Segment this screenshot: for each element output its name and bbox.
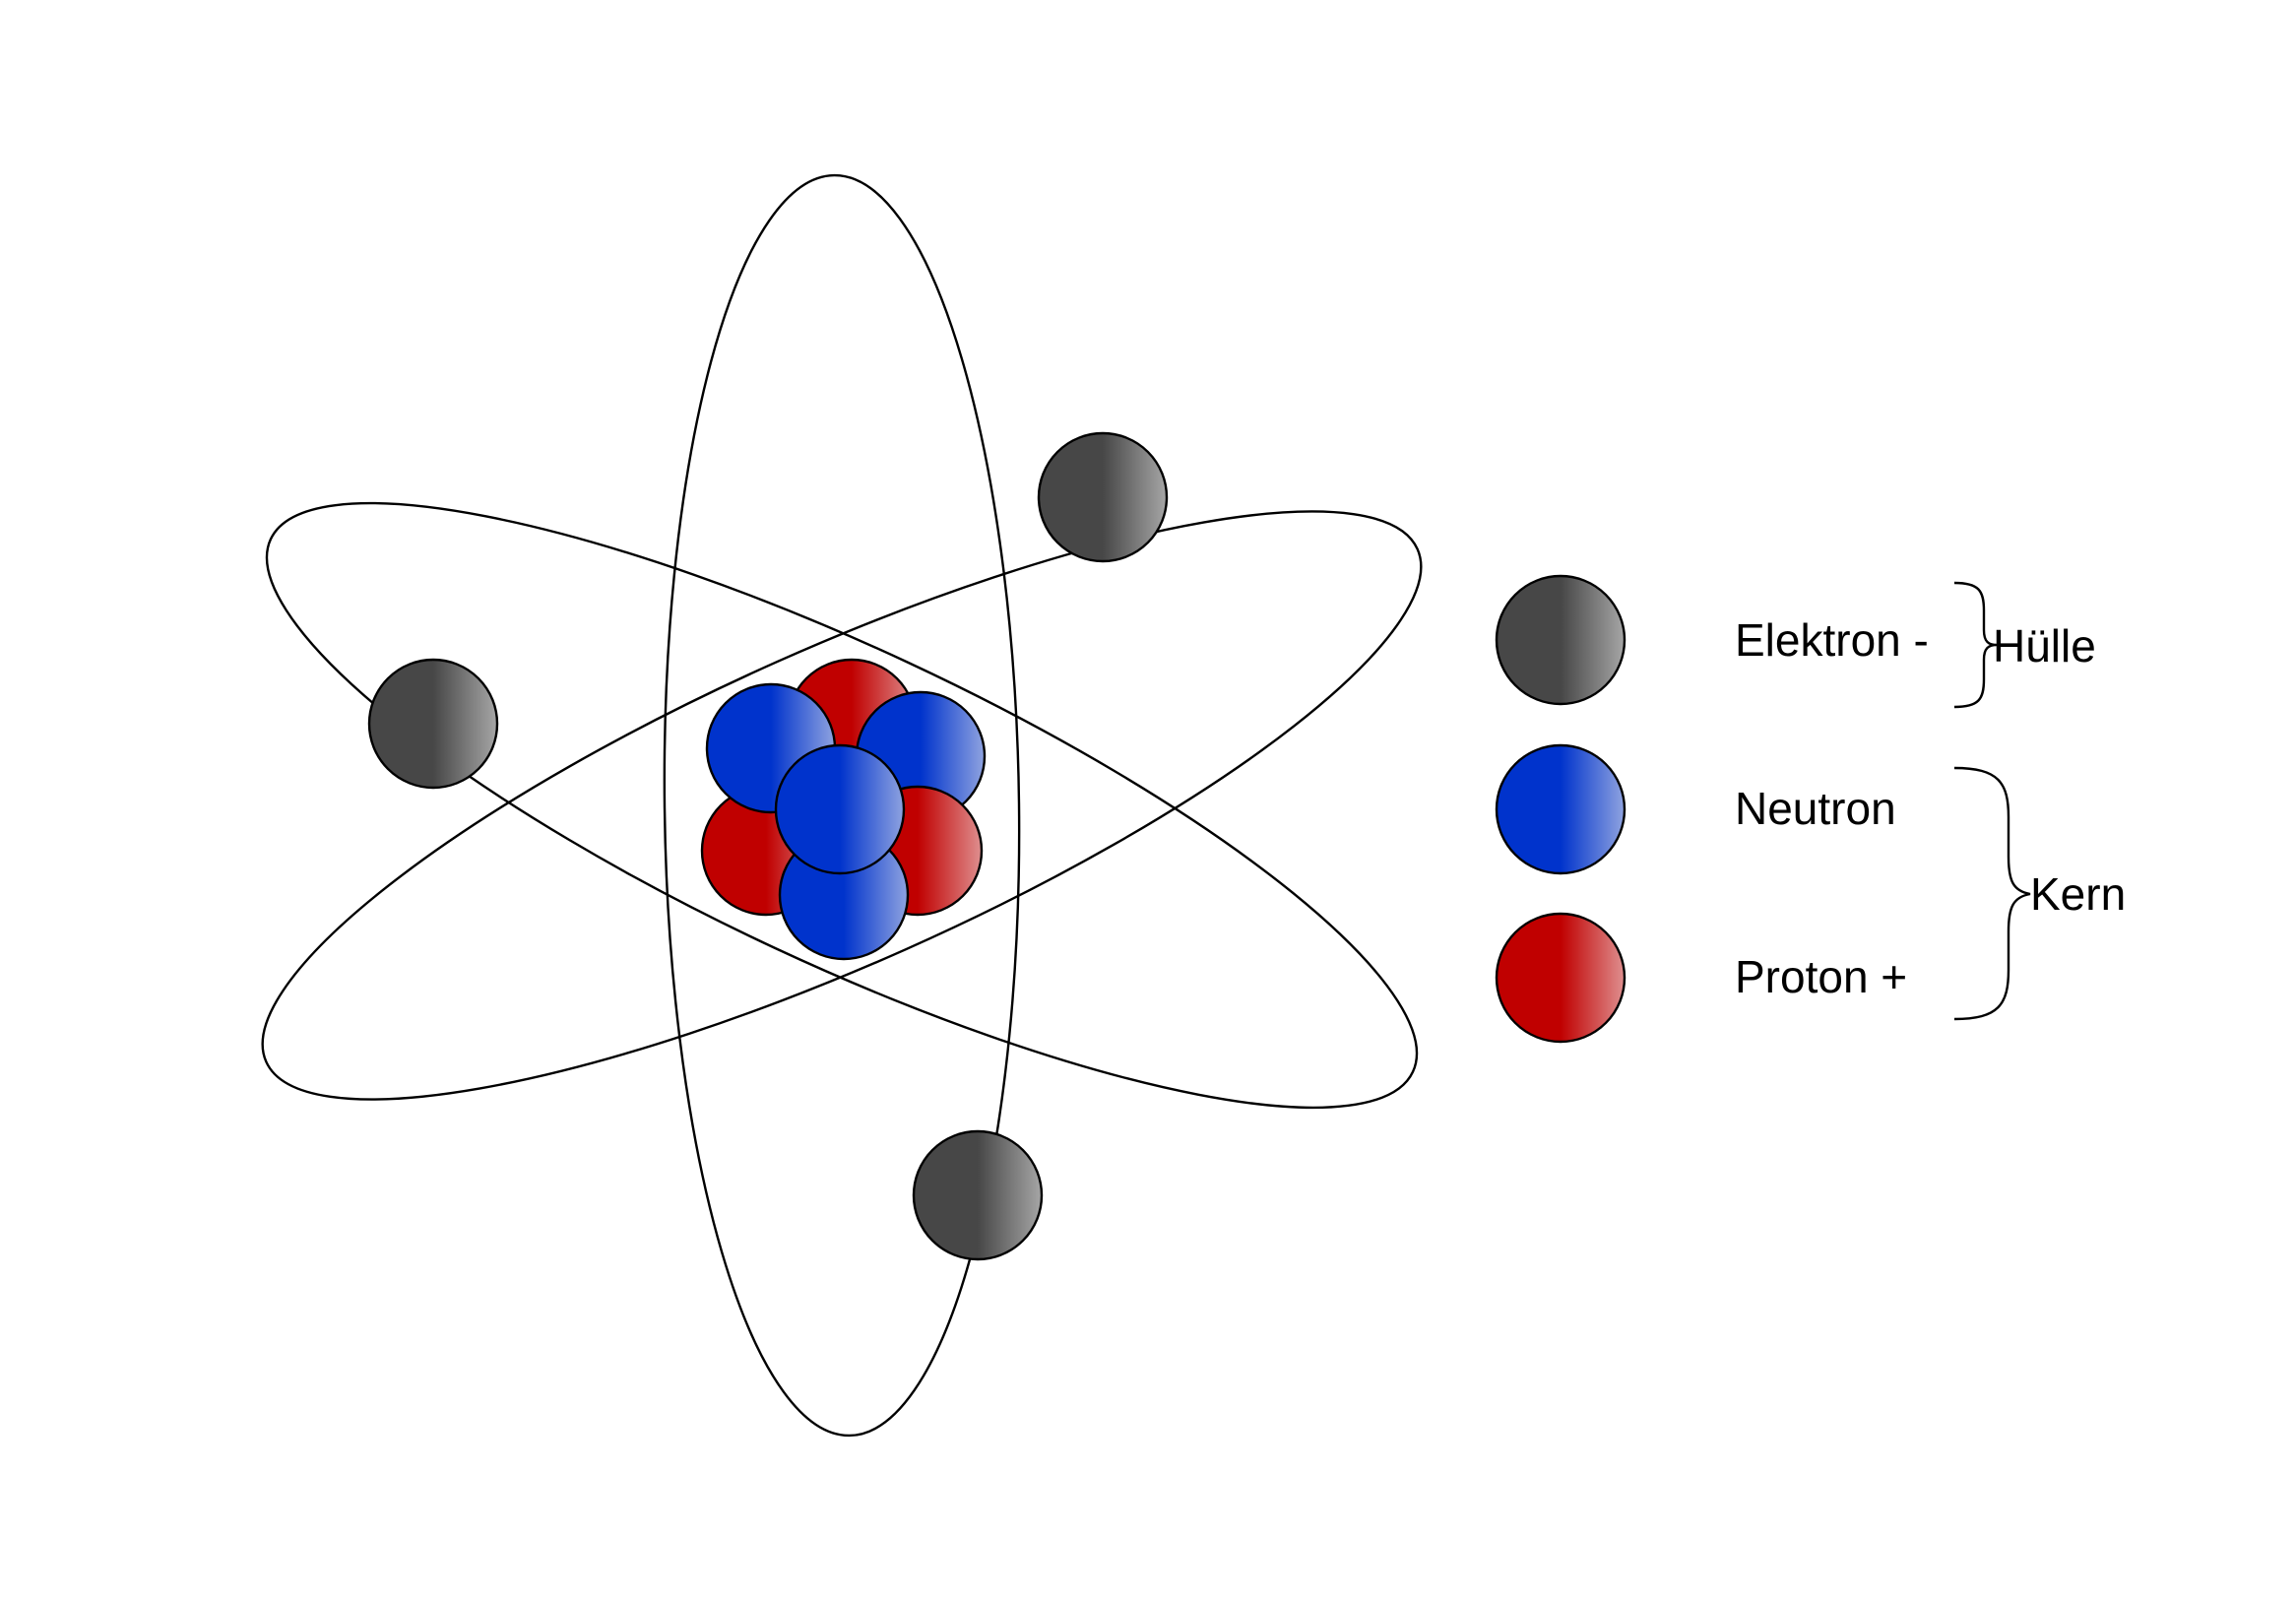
legend-label-neutron: Neutron — [1735, 783, 1896, 834]
proton-icon — [1495, 912, 1626, 1044]
electron-icon — [1495, 574, 1626, 706]
nucleus — [700, 658, 987, 961]
electron-top-right — [1037, 431, 1169, 563]
orbits — [261, 173, 1423, 1438]
electron-left — [367, 658, 499, 790]
legend-label-proton: Proton + — [1735, 951, 1907, 1002]
orbit-vertical — [663, 173, 1021, 1438]
legend-label-electron: Elektron - — [1735, 614, 1929, 666]
legend: Elektron - Neutron Proton + Hülle Kern — [1495, 574, 2126, 1044]
orbit-rising — [261, 510, 1423, 1101]
group-label-shell: Hülle — [1993, 620, 2096, 672]
shell-brace — [1953, 581, 1998, 709]
orbit-falling — [265, 501, 1419, 1110]
nucleus-brace — [1953, 766, 2031, 1021]
nucleus-neutron — [774, 743, 906, 875]
group-label-nucleus: Kern — [2030, 868, 2126, 920]
electron-bottom — [912, 1129, 1044, 1261]
neutron-icon — [1495, 743, 1626, 875]
electrons — [367, 431, 1169, 1261]
